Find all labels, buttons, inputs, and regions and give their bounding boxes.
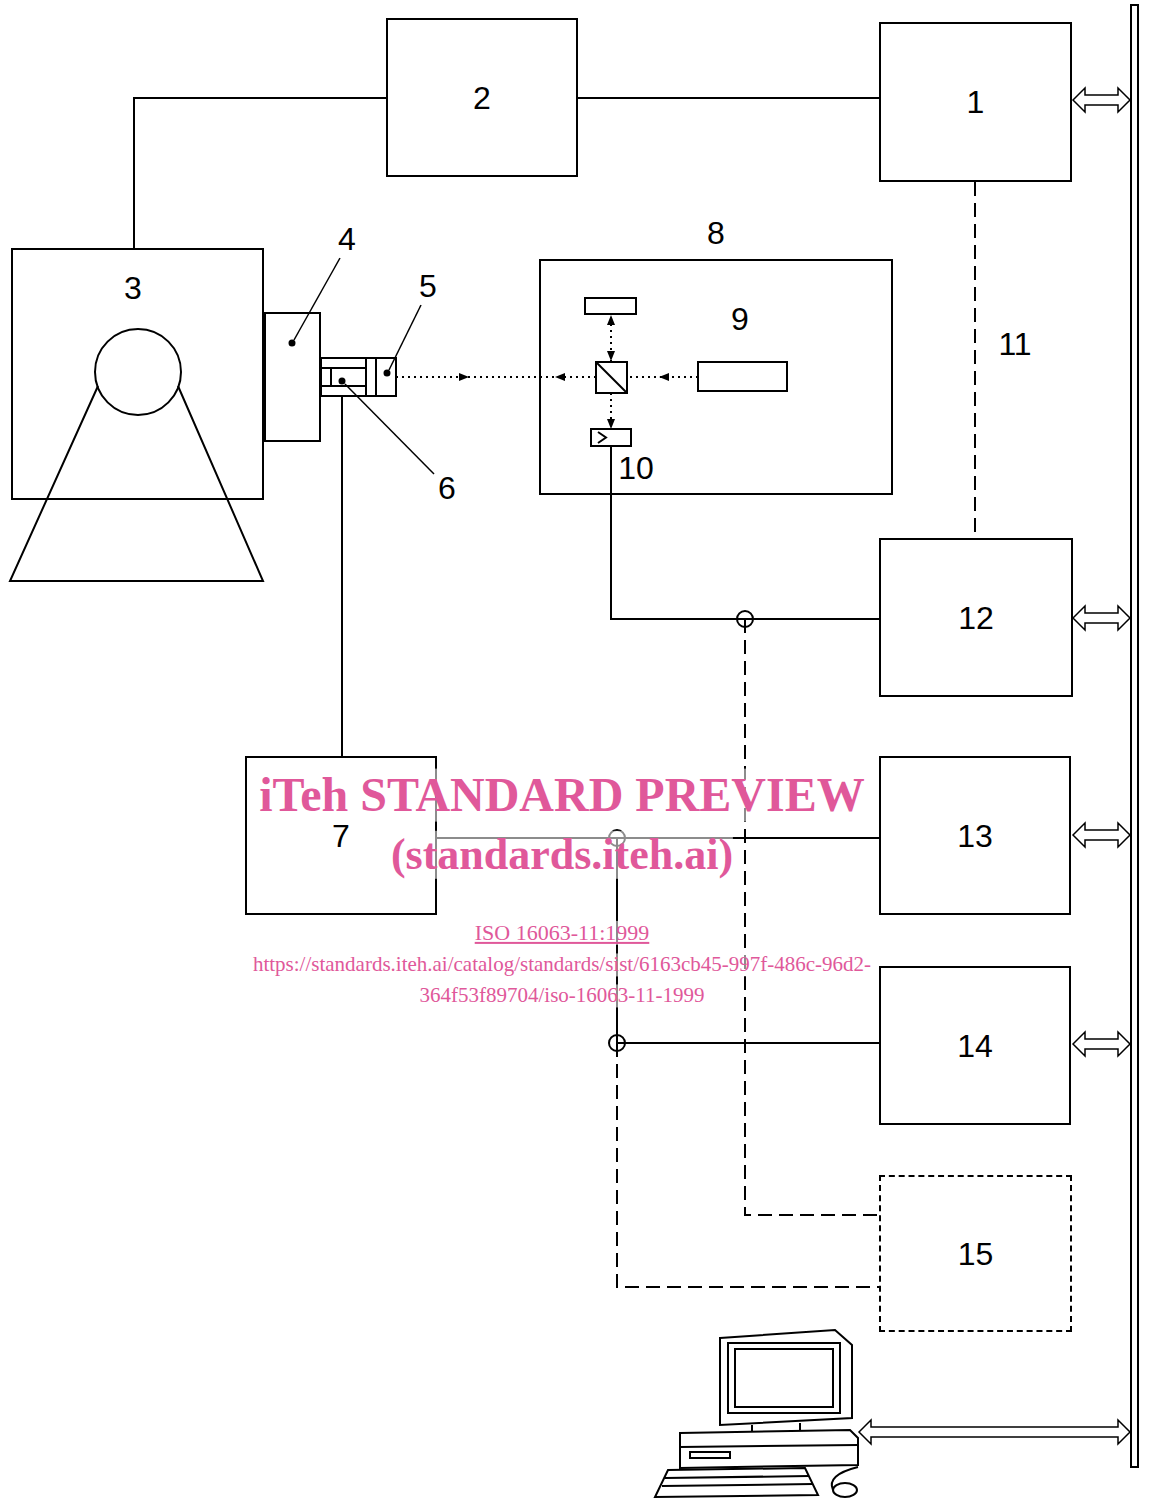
- signal-line: [578, 97, 879, 99]
- voltmeter-box: 13: [879, 756, 1071, 915]
- box-number: 7: [332, 820, 350, 852]
- mounting-parts: [265, 313, 396, 441]
- leader-lines: [389, 305, 421, 370]
- box-number: 12: [958, 602, 994, 634]
- computer-icon: [655, 1330, 858, 1497]
- bus-double-arrow: [1073, 88, 1130, 112]
- laser-beam: [611, 330, 612, 360]
- callout-number: 4: [336, 222, 358, 257]
- mounting-parts: [265, 313, 320, 441]
- interferometer-optics: [596, 362, 627, 393]
- amplifier-box: 2: [386, 18, 578, 177]
- callout-number: 11: [996, 327, 1033, 362]
- data-bus: [1131, 5, 1138, 1467]
- box-number: 13: [957, 820, 993, 852]
- laser-beam: [660, 377, 698, 378]
- leader-lines: [345, 384, 434, 474]
- watermark: 364f53f89704/iso-16063-11-1999: [419, 984, 704, 1007]
- box-number: 15: [958, 1238, 994, 1270]
- mounting-parts: [290, 341, 295, 346]
- mounting-parts: [321, 385, 366, 387]
- laser-beam: [396, 314, 698, 429]
- laser-beam: [610, 393, 612, 429]
- computer-icon: [680, 1445, 858, 1447]
- interferometer-box: 8: [539, 259, 893, 495]
- watermark: iTeh STANDARD PREVIEW: [259, 769, 864, 822]
- bus-double-arrow: [1073, 823, 1130, 847]
- signal-wires: [610, 446, 612, 494]
- bus-double-arrow: [1073, 606, 1130, 630]
- optional-signal-line: [617, 1043, 879, 1287]
- exciter-symbol: [10, 329, 263, 581]
- mounting-parts: [321, 358, 366, 396]
- computer-icon: [832, 1467, 858, 1490]
- laser-beam: [396, 376, 539, 378]
- interferometer-optics: [598, 432, 606, 443]
- leader-lines: [294, 258, 434, 474]
- computer-icon: [720, 1330, 852, 1425]
- bus-double-arrow: [1073, 1032, 1130, 1056]
- callout-number: 5: [417, 269, 439, 304]
- mounting-parts: [330, 368, 332, 386]
- computer-icon: [655, 1468, 818, 1497]
- box-number: 3: [124, 272, 142, 304]
- computer-icon: [680, 1430, 858, 1468]
- data-bus: [1131, 5, 1138, 1467]
- callout-number: 9: [729, 302, 751, 337]
- interferometer-optics: [698, 362, 787, 391]
- interferometer-optics: [591, 429, 631, 446]
- watermark: https://standards.iteh.ai/catalog/standa…: [253, 953, 871, 976]
- signal-line: [611, 495, 879, 619]
- mounting-parts: [321, 367, 366, 369]
- vibration-exciter-box: 3: [11, 248, 264, 500]
- computer-icon: [690, 1452, 730, 1458]
- bus-arrows: [859, 88, 1130, 1444]
- laser-beam: [396, 377, 468, 378]
- computer-icon: [735, 1349, 833, 1407]
- analyser-box: 14: [879, 966, 1071, 1125]
- watermark: (standards.iteh.ai): [391, 831, 733, 879]
- laser-beam: [611, 405, 612, 428]
- box-number: 2: [473, 82, 491, 114]
- laser-beam: [611, 316, 612, 345]
- box-number: 1: [967, 86, 985, 118]
- interferometer-optics: [596, 362, 627, 393]
- computer-icon: [833, 1483, 857, 1497]
- interferometer-optics: [585, 298, 636, 314]
- counter-box: 12: [879, 538, 1073, 697]
- optional-instrument-box: 15: [879, 1175, 1072, 1332]
- laser-beam: [539, 376, 596, 378]
- mounting-parts: [375, 358, 377, 396]
- laser-beam: [556, 377, 596, 378]
- optional-signal-line: [745, 619, 879, 1215]
- computer-icon: [662, 1484, 813, 1486]
- computer-icon: [728, 1343, 840, 1413]
- signal-wires: [341, 396, 343, 756]
- interferometer-optics: [585, 298, 787, 446]
- callout-number: 6: [436, 471, 458, 506]
- leader-lines: [294, 258, 340, 340]
- mounting-parts: [340, 379, 345, 384]
- box-number: 14: [957, 1030, 993, 1062]
- bus-double-arrow: [859, 1420, 1130, 1444]
- callout-number: 10: [616, 451, 656, 486]
- exciter-symbol: [95, 329, 181, 415]
- box-number: 8: [541, 217, 891, 249]
- laser-beam: [627, 376, 698, 378]
- signal-wires: [342, 396, 611, 756]
- generator-box: 1: [879, 22, 1072, 182]
- mounting-parts: [385, 371, 390, 376]
- laser-beam: [610, 314, 612, 362]
- optional-signal-line: [974, 182, 976, 538]
- exciter-symbol: [10, 386, 263, 581]
- computer-icon: [665, 1476, 809, 1478]
- watermark: ISO 16063-11:1999: [475, 921, 650, 945]
